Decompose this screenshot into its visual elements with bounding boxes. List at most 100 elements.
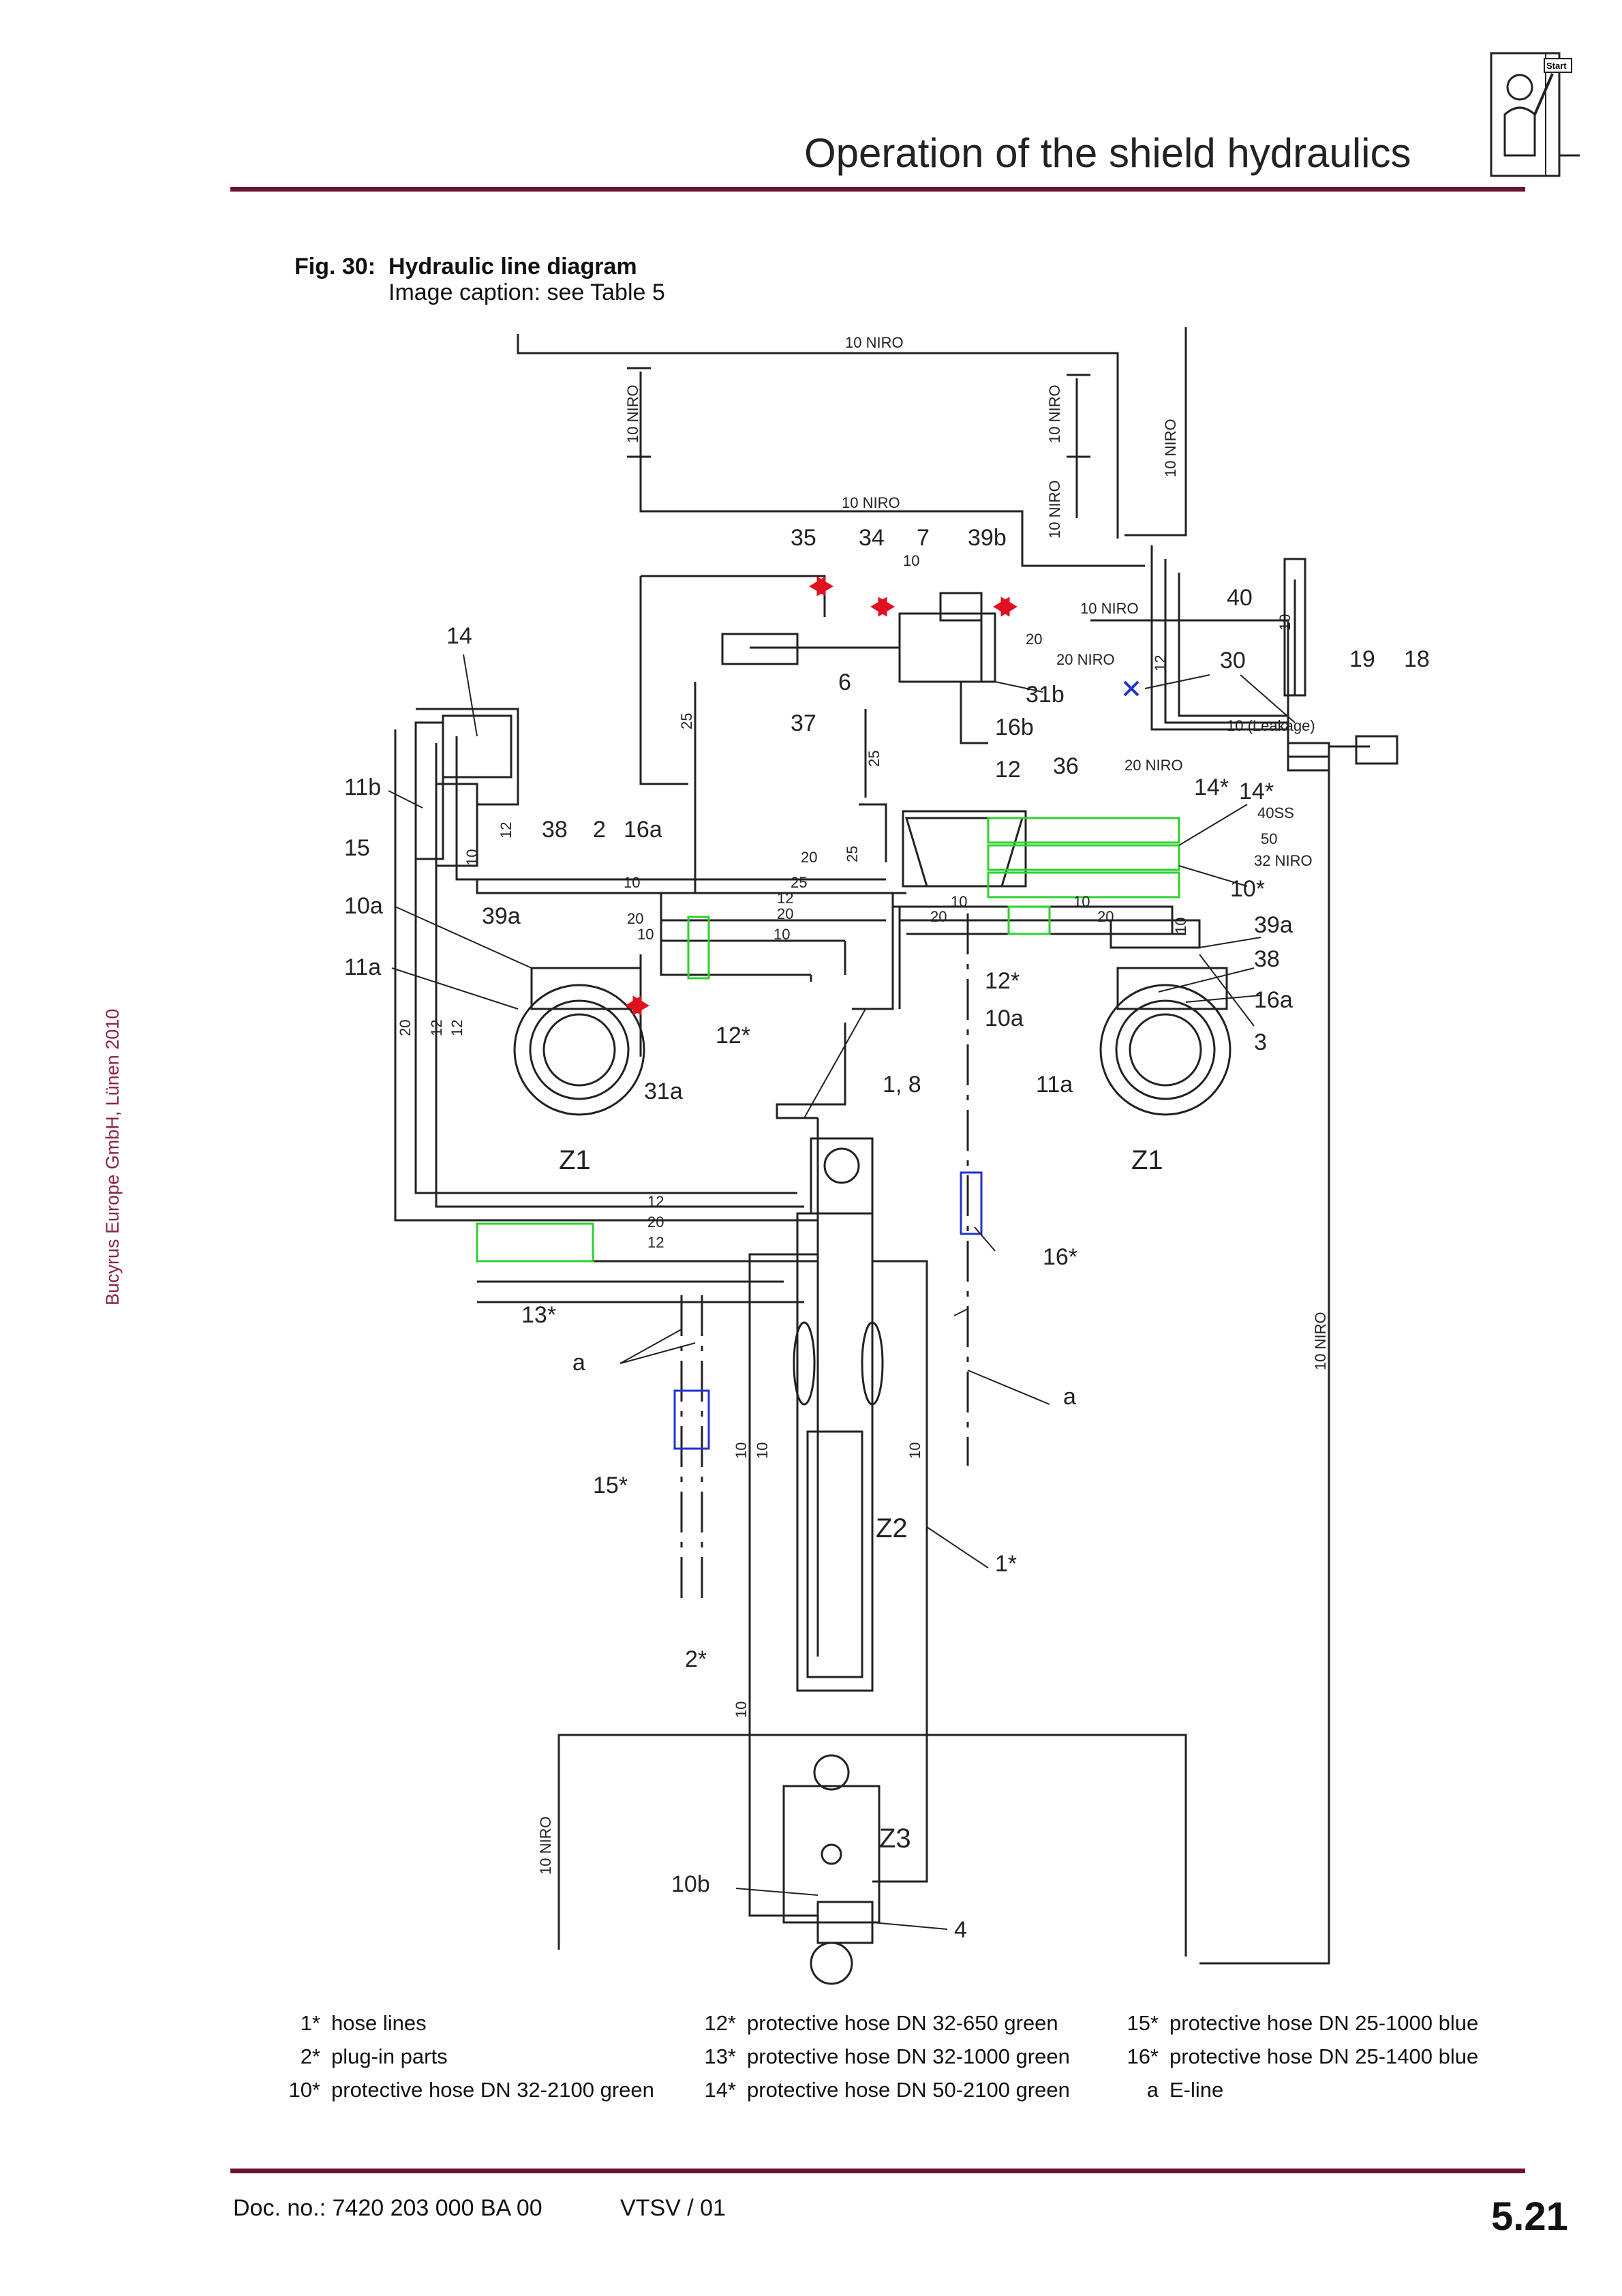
line-label-12-v: 12: [498, 822, 515, 839]
label-7: 7: [917, 525, 930, 551]
figure-title: Hydraulic line diagram: [388, 254, 637, 280]
label-16a: 16a: [624, 817, 662, 843]
label-38-right: 38: [1254, 946, 1280, 972]
line-label-10-v2: 10: [463, 849, 480, 866]
label-34: 34: [859, 525, 885, 551]
line-label-20b: 20: [801, 849, 817, 866]
line-label-20d: 20: [627, 910, 643, 927]
label-30: 30: [1220, 648, 1246, 674]
label-12-star-left: 12*: [716, 1023, 750, 1048]
line-label-niro-left-v: 10 NIRO: [537, 1816, 554, 1875]
legend-item-15: 15*protective hose DN 25-1000 blue: [1127, 2011, 1479, 2035]
legend-item-1: 1*hose lines: [300, 2011, 427, 2035]
document-number: Doc. no.: 7420 203 000 BA 00: [233, 2195, 542, 2221]
label-14-star-b: 14*: [1239, 779, 1274, 804]
label-a-right: a: [1063, 1384, 1076, 1410]
label-11a-right: 11a: [1036, 1072, 1073, 1098]
label-3: 3: [1254, 1029, 1267, 1055]
label-12: 12: [995, 757, 1021, 783]
line-label-10-v4: 10: [733, 1442, 750, 1459]
line-label-10-v3: 10: [1172, 918, 1189, 934]
label-19: 19: [1349, 646, 1375, 672]
ball-valve-31b-icon: [1123, 680, 1139, 697]
line-label-10e: 10: [637, 926, 654, 943]
line-label-niro-v1: 10 NIRO: [624, 384, 641, 443]
line-label-10-v6: 10: [906, 1442, 923, 1459]
label-12-star-right: 12*: [985, 968, 1020, 994]
label-14-star: 14*: [1194, 774, 1229, 800]
label-36: 36: [1053, 753, 1079, 779]
legend-item-12: 12*protective hose DN 32-650 green: [704, 2011, 1058, 2035]
line-label-10-v7: 10: [733, 1702, 750, 1718]
label-16a-right: 16a: [1254, 987, 1293, 1013]
label-z3: Z3: [879, 1824, 911, 1854]
label-14: 14: [446, 623, 472, 649]
label-4: 4: [954, 1917, 967, 1943]
legend-item-14: 14*protective hose DN 50-2100 green: [704, 2078, 1070, 2102]
label-a-left: a: [572, 1350, 585, 1376]
header-divider: [230, 187, 1525, 192]
line-label-niro-top: 10 NIRO: [845, 334, 904, 351]
label-15: 15: [344, 835, 370, 861]
figure-caption-note: Image caption: see Table 5: [388, 280, 665, 305]
line-label-12-v3: 12: [448, 1020, 465, 1036]
line-label-25: 25: [791, 874, 807, 891]
label-18: 18: [1404, 646, 1430, 672]
legend-item-16: 16*protective hose DN 25-1400 blue: [1127, 2044, 1479, 2068]
line-label-12b: 12: [777, 890, 793, 907]
protective-hose-12-left: [687, 916, 710, 980]
protective-hose-15: [673, 1389, 710, 1450]
label-16b: 16b: [995, 714, 1034, 740]
legend-item-2: 2*plug-in parts: [300, 2044, 448, 2068]
line-label-leakage: 10 (Leakage): [1227, 717, 1315, 734]
label-13-star: 13*: [521, 1302, 556, 1328]
document-version: VTSV / 01: [620, 2195, 726, 2221]
label-2-star: 2*: [685, 1646, 707, 1672]
label-16-star: 16*: [1043, 1244, 1077, 1270]
line-label-10-v: 10: [1276, 614, 1294, 631]
label-38: 38: [542, 817, 568, 843]
label-1-star: 1*: [995, 1551, 1017, 1577]
line-label-niro-v3: 10 NIRO: [1046, 480, 1063, 539]
protective-hose-14: [987, 817, 1180, 844]
figure-caption: Fig. 30: Hydraulic line diagram Image ca…: [294, 254, 665, 305]
line-label-niro-v4: 10 NIRO: [1162, 419, 1179, 477]
figure-number: Fig. 30:: [294, 254, 376, 280]
line-label-12d: 12: [647, 1234, 664, 1251]
line-label-niro-v2: 10 NIRO: [1046, 384, 1063, 443]
line-label-10g: 10: [1073, 893, 1090, 910]
line-label-20c: 20: [777, 905, 793, 922]
line-label-12c: 12: [647, 1193, 664, 1210]
line-label-20g: 20: [647, 1213, 664, 1230]
line-label-niro-20: 20 NIRO: [1056, 651, 1115, 668]
niro-line-mid: [639, 372, 1145, 567]
footer-divider: [230, 2169, 1525, 2173]
operator-start-icon: Start: [1490, 52, 1580, 177]
line-label-niro-right: 10 NIRO: [1080, 600, 1139, 617]
protective-hose-14b: [987, 844, 1180, 871]
label-11b: 11b: [344, 774, 381, 800]
line-label-32-niro: 32 NIRO: [1254, 852, 1313, 869]
label-40: 40: [1227, 585, 1253, 611]
label-z1-left: Z1: [559, 1145, 591, 1175]
page-number: 5.21: [1491, 2194, 1568, 2239]
niro-line-top: [517, 334, 1119, 539]
label-37: 37: [791, 710, 816, 736]
line-label-niro-20b: 20 NIRO: [1124, 757, 1183, 774]
line-label-niro-v5: 12: [1152, 655, 1169, 671]
line-label-25-v: 25: [678, 713, 695, 729]
line-label-10: 10: [903, 552, 919, 569]
label-1-8: 1, 8: [883, 1072, 921, 1098]
label-10a-right: 10a: [985, 1006, 1024, 1031]
label-10a: 10a: [344, 893, 383, 919]
protective-hose-16: [960, 1171, 983, 1235]
line-label-12-v2: 12: [428, 1020, 445, 1036]
line-label-10d: 10: [624, 874, 640, 891]
label-31b: 31b: [1026, 682, 1065, 708]
line-label-25-v2: 25: [866, 751, 883, 767]
page-title: Operation of the shield hydraulics: [804, 130, 1411, 176]
label-39a-right: 39a: [1254, 912, 1293, 938]
label-10b: 10b: [671, 1871, 710, 1897]
